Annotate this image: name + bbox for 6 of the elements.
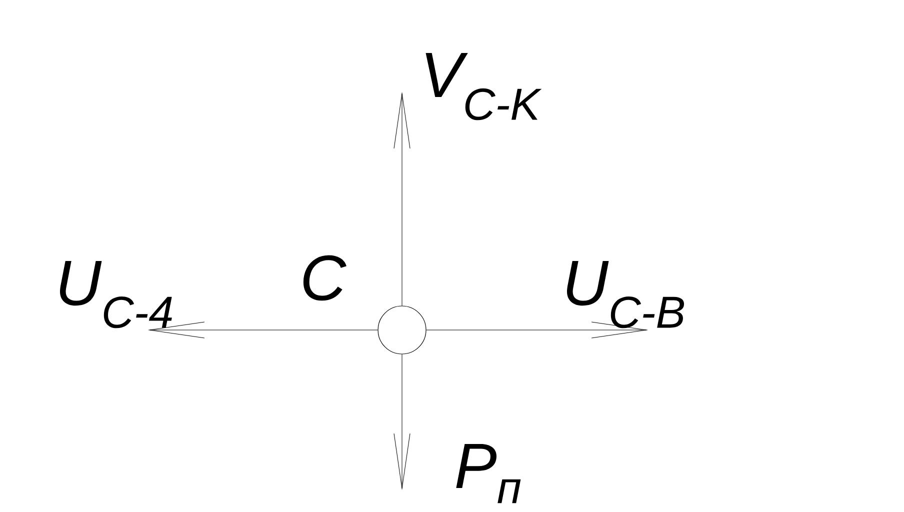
point-circle [378,306,426,354]
force-label: U$_{C-4}$ [60,260,172,328]
force-label: U$_{C-B}$ [567,260,684,328]
force-label: P$_{п}$ [456,444,521,504]
point-label: C [303,255,346,301]
force-label: V$_{C-K}$ [426,52,542,120]
